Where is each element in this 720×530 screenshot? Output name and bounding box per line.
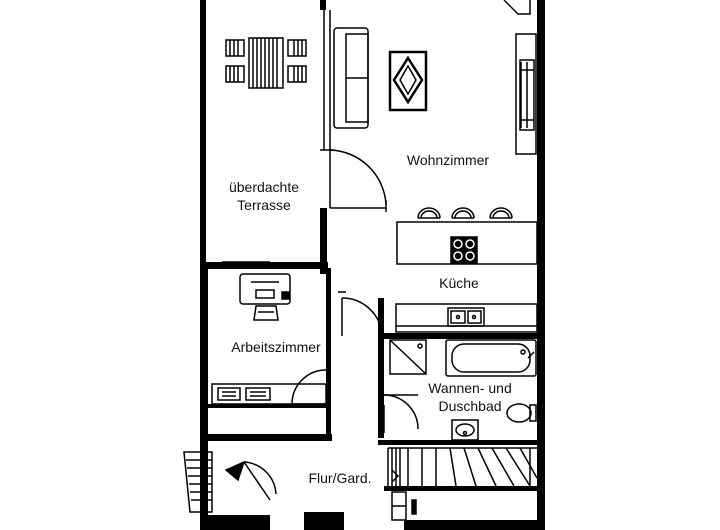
sofa — [333, 27, 369, 129]
office-shelf — [211, 383, 327, 405]
toilet — [506, 403, 537, 423]
terrace-dining-set — [225, 37, 307, 89]
kitchen-counter — [395, 303, 538, 333]
entrance-steps — [183, 451, 277, 513]
glass-wall — [320, 10, 334, 151]
bar-stools — [417, 207, 513, 219]
coffee-table — [388, 50, 428, 112]
living-room-label: Wohnzimmer — [406, 152, 490, 168]
office-window — [222, 261, 270, 267]
desk — [239, 273, 291, 321]
sideboard-tv — [503, 0, 537, 155]
shower — [389, 339, 427, 375]
terrace-label-line1: überdachte — [228, 179, 300, 195]
washbasin — [451, 419, 479, 441]
bath-door — [383, 394, 419, 433]
utility-cabinets — [391, 491, 417, 521]
kitchen-island — [396, 221, 538, 265]
staircase — [387, 447, 538, 487]
walls — [200, 0, 545, 530]
kitchen-door — [338, 291, 383, 336]
bathtub — [445, 339, 537, 377]
hall-label: Flur/Gard. — [308, 470, 372, 486]
terrace-door — [329, 149, 387, 212]
terrace-label-line2: Terrasse — [237, 197, 291, 213]
bath-label-line1: Wannen- und — [428, 380, 512, 396]
office-label: Arbeitszimmer — [231, 339, 321, 355]
office-door — [291, 369, 327, 405]
bath-label-line2: Duschbad — [438, 398, 502, 414]
kitchen-label: Küche — [439, 275, 479, 291]
